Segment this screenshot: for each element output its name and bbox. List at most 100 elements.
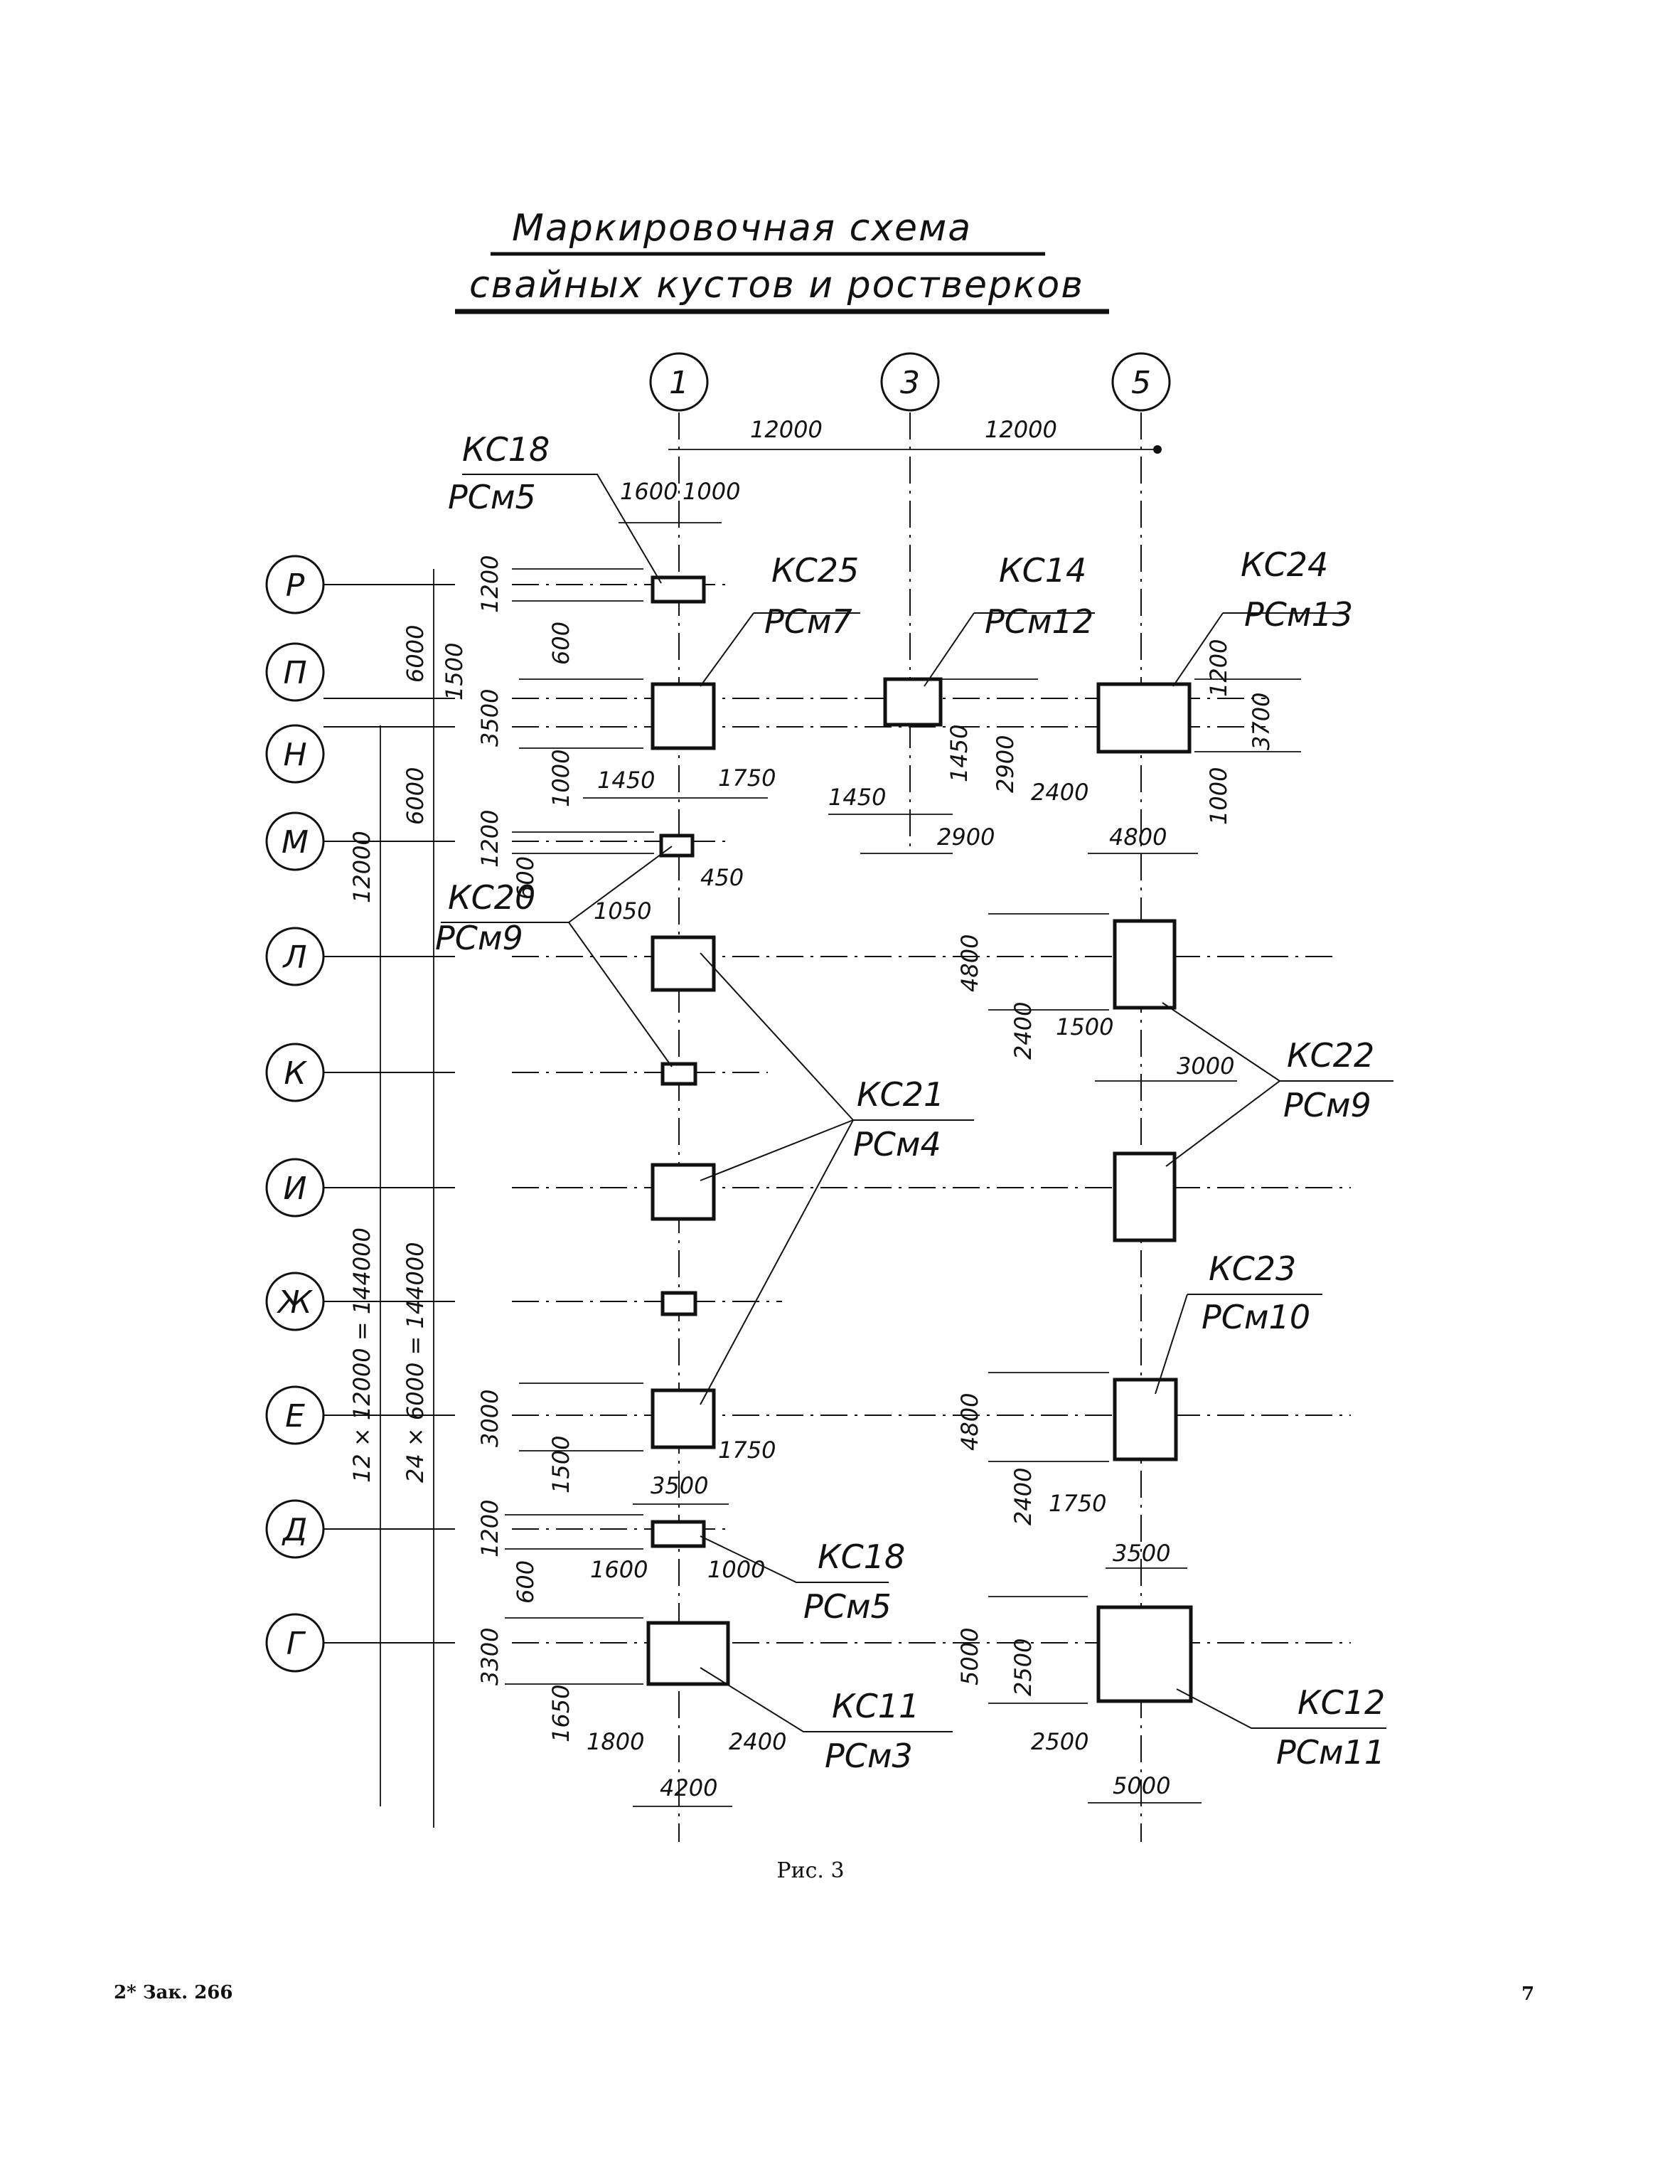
dim-600-b: 600 [512,856,539,900]
pile-caps [646,575,1193,1703]
mark-rsm3: РСм3 [825,1737,913,1775]
mark-rsm7: РСм7 [764,602,852,641]
mark-ks22: КС22 [1287,1036,1374,1075]
dim-1000-d: 1000 [707,1556,765,1583]
local-dim-lines [505,522,1301,1807]
mark-ks12: КС12 [1298,1683,1385,1722]
dim-5000-a: 5000 [956,1628,983,1685]
dim-1200-b: 1200 [1205,639,1232,697]
row-axis-label-l: Л [282,939,306,976]
dim-1750-b: 1750 [718,1437,776,1464]
mark-labels: КС18 РСм5 КС25 РСм7 КС14 РСм12 КС24 РСм1… [435,430,1385,1775]
dim-2900-b: 2900 [937,824,995,851]
row-axis-label-n: Н [283,737,306,773]
footer-left: 2* Зак. 266 [114,1982,233,2003]
pile-cap-i5 [1113,1151,1177,1242]
dim-p-n: 1500 [441,643,468,701]
pile-cap-m1 [659,833,695,858]
mark-rsm10: РСм10 [1202,1298,1310,1336]
axis-marker-n [265,724,325,784]
dim-1450-a: 1450 [597,767,655,794]
dim-1500-a: 1500 [1056,1013,1113,1040]
mark-rsm9-left: РСм9 [435,919,523,957]
title-line-2: свайных кустов и ростверков [469,264,1084,307]
mark-rsm9-right: РСм9 [1283,1086,1371,1124]
dim-3300: 3300 [476,1628,503,1685]
pile-cap-k1 [660,1062,697,1086]
dim-1000-b: 1000 [547,750,574,807]
pile-cap-zh1 [660,1291,697,1316]
column-axis-label-1: 1 [669,365,689,401]
figure-caption: Рис. 3 [776,1858,844,1883]
pile-cap-g5 [1096,1605,1193,1703]
dim-span-1-3: 12000 [750,416,823,443]
dim-1750-a: 1750 [718,765,776,792]
dim-4800-c: 4800 [956,1393,983,1451]
overall-vertical-dims: 12 × 12000 = 144000 24 × 6000 = 144000 1… [348,569,468,1828]
dim-1200-a: 1200 [476,555,503,613]
mark-ks18-top: КС18 [462,430,550,469]
dim-2400-c: 2400 [1010,1468,1037,1525]
pile-cap-e1 [651,1388,716,1449]
dim-2500-b: 2500 [1031,1728,1088,1755]
pile-cap-p5 [1096,682,1192,754]
dim-5000-b: 5000 [1113,1772,1170,1799]
dim-n-m: 6000 [402,767,429,825]
row-axis-label-e: Е [285,1398,305,1434]
dim-1500-b: 1500 [547,1436,574,1493]
dim-1600-a: 1600 [620,478,678,505]
column-axis-label-5: 5 [1131,365,1151,401]
dim-2500-a: 2500 [1010,1639,1037,1696]
dim-1000-a: 1000 [683,478,740,505]
dim-1050: 1050 [594,897,651,925]
dim-1450-c: 1450 [946,725,973,782]
row-axis-label-p: П [283,655,306,691]
dim-600-a: 600 [547,622,574,665]
mark-ks25: КС25 [771,551,859,590]
row-axis-label-g: Г [287,1626,306,1662]
row-axis-label-k: К [284,1055,307,1092]
mark-rsm5-bottom: РСм5 [803,1587,892,1626]
row-axis-label-r: Р [286,568,305,604]
page-number: 7 [1521,1983,1534,2005]
dim-450: 450 [700,864,744,891]
row-axis-label-m: М [282,824,309,861]
dim-2900-a: 2900 [992,735,1019,793]
mark-ks18-bottom: КС18 [818,1538,905,1576]
dim-4800-a: 4800 [1109,824,1167,851]
dim-1800: 1800 [587,1728,644,1755]
mark-ks20: КС20 [448,878,535,917]
dim-r-p: 6000 [402,625,429,683]
mark-rsm4: РСм4 [853,1125,941,1163]
column-axis-label-3: 3 [900,365,920,401]
dim-2400-d: 2400 [729,1728,786,1755]
pile-cap-e5 [1113,1378,1178,1461]
title-line-1: Маркировочная схема [512,207,972,250]
pile-cap-p3 [883,677,943,727]
row-axis-label-zh: Ж [276,1284,313,1321]
dim-1000-c: 1000 [1205,767,1232,825]
row-axis-label-i: И [284,1171,307,1207]
axis-marker-3 [880,352,940,412]
dim-r-m: 12000 [348,831,375,903]
pile-cap-l5 [1113,919,1177,1010]
axis-marker-1 [649,352,709,412]
pile-cap-p1 [651,682,716,750]
pile-cap-l1 [651,935,716,992]
dim-2400-a: 2400 [1031,779,1088,806]
dim-3500-a: 3500 [476,689,503,747]
axis-marker-p [265,642,325,702]
mark-rsm13: РСм13 [1244,595,1353,634]
dim-1650: 1650 [547,1685,574,1742]
mark-rsm12: РСм12 [985,602,1093,641]
column-axes: 1 3 5 12000 12000 [649,352,1171,1842]
dim-3500-c: 3500 [1113,1540,1170,1567]
dim-600-c: 600 [512,1560,539,1604]
axis-marker-5 [1111,352,1171,412]
dim-1200-c: 1200 [476,810,503,868]
dim-1750-c: 1750 [1049,1490,1106,1517]
diagram-title: Маркировочная схема свайных кустов и рос… [455,207,1109,314]
pile-cap-i1 [651,1163,716,1221]
row-axis-label-d: Д [282,1512,307,1548]
